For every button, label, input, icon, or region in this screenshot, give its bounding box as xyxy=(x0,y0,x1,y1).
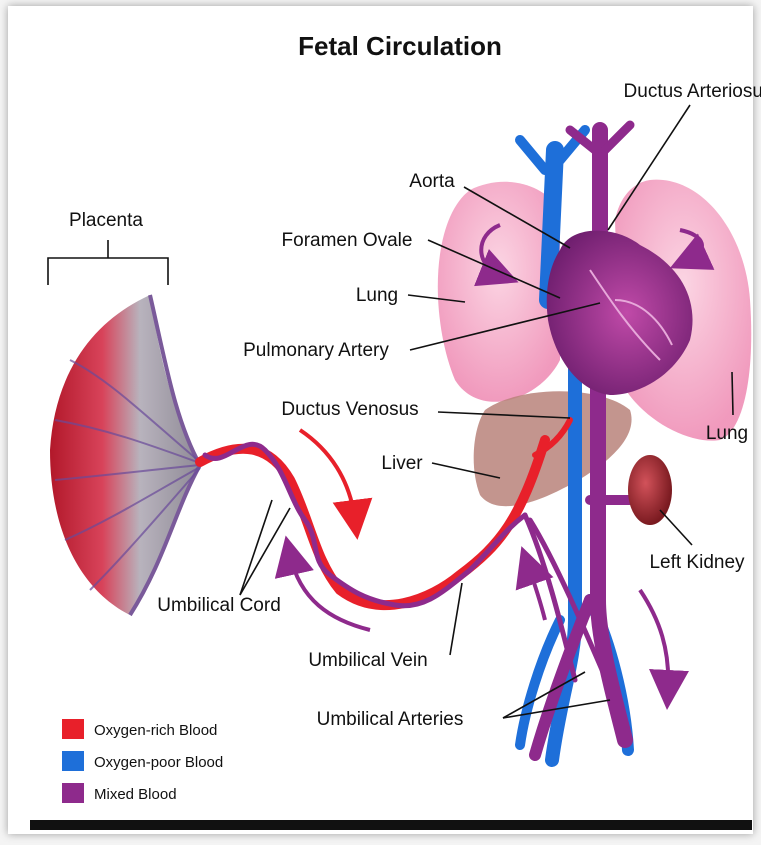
label-aorta: Aorta xyxy=(409,171,455,192)
label-umbilical-cord: Umbilical Cord xyxy=(157,595,281,616)
label-umbilical-arteries: Umbilical Arteries xyxy=(317,709,464,730)
label-foramen-ovale: Foramen Ovale xyxy=(282,230,413,251)
label-lung-right: Lung xyxy=(706,423,748,444)
legend-label-oxygen-poor: Oxygen-poor Blood xyxy=(94,754,223,771)
label-pulmonary-artery: Pulmonary Artery xyxy=(243,340,389,361)
flow-arrow-purple-artery xyxy=(528,565,545,620)
diagram-title: Fetal Circulation xyxy=(298,31,502,61)
legend: Oxygen-rich Blood Oxygen-poor Blood Mixe… xyxy=(62,719,223,803)
bottom-rule xyxy=(30,820,752,830)
flow-arrow-red xyxy=(300,430,355,520)
legend-swatch-mixed xyxy=(62,783,84,803)
legend-label-mixed: Mixed Blood xyxy=(94,786,177,803)
label-lung-left: Lung xyxy=(356,285,398,306)
label-ductus-venosus: Ductus Venosus xyxy=(281,399,418,420)
label-liver: Liver xyxy=(381,453,423,474)
label-left-kidney: Left Kidney xyxy=(649,552,745,573)
placenta-bracket xyxy=(48,258,168,285)
label-placenta: Placenta xyxy=(69,210,143,231)
liver-shape xyxy=(474,391,632,506)
legend-swatch-oxygen-poor xyxy=(62,751,84,771)
left-kidney-shape xyxy=(628,455,672,525)
flow-arrow-purple-leg xyxy=(640,590,668,690)
legend-label-oxygen-rich: Oxygen-rich Blood xyxy=(94,722,217,739)
label-umbilical-vein: Umbilical Vein xyxy=(308,650,427,671)
legend-swatch-oxygen-rich xyxy=(62,719,84,739)
label-ductus-arteriosus: Ductus Arteriosus xyxy=(624,81,761,102)
